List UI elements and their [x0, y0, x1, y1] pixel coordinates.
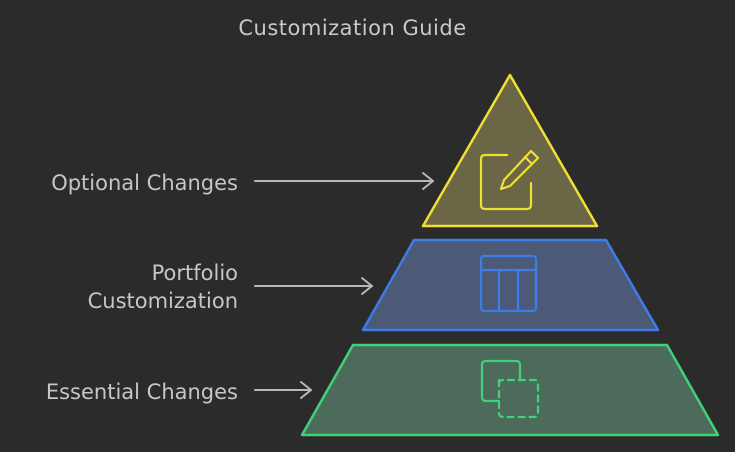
portfolio-label-line1: Portfolio	[151, 261, 238, 285]
optional-changes-arrow	[254, 172, 434, 190]
portfolio-customization-label: Portfolio Customization	[88, 259, 238, 315]
edit-icon	[479, 149, 540, 211]
essential-changes-label: Essential Changes	[45, 380, 238, 404]
essential-changes-tier	[300, 343, 720, 437]
copy-icon	[480, 359, 540, 419]
portfolio-customization-arrow	[254, 277, 373, 295]
table-columns-icon	[479, 254, 538, 313]
portfolio-label-line2: Customization	[87, 289, 238, 313]
portfolio-customization-tier	[361, 238, 660, 332]
optional-changes-tier	[421, 73, 599, 228]
diagram-title: Customization Guide	[238, 16, 467, 40]
essential-changes-arrow	[254, 381, 312, 399]
optional-changes-label: Optional Changes	[51, 171, 238, 195]
